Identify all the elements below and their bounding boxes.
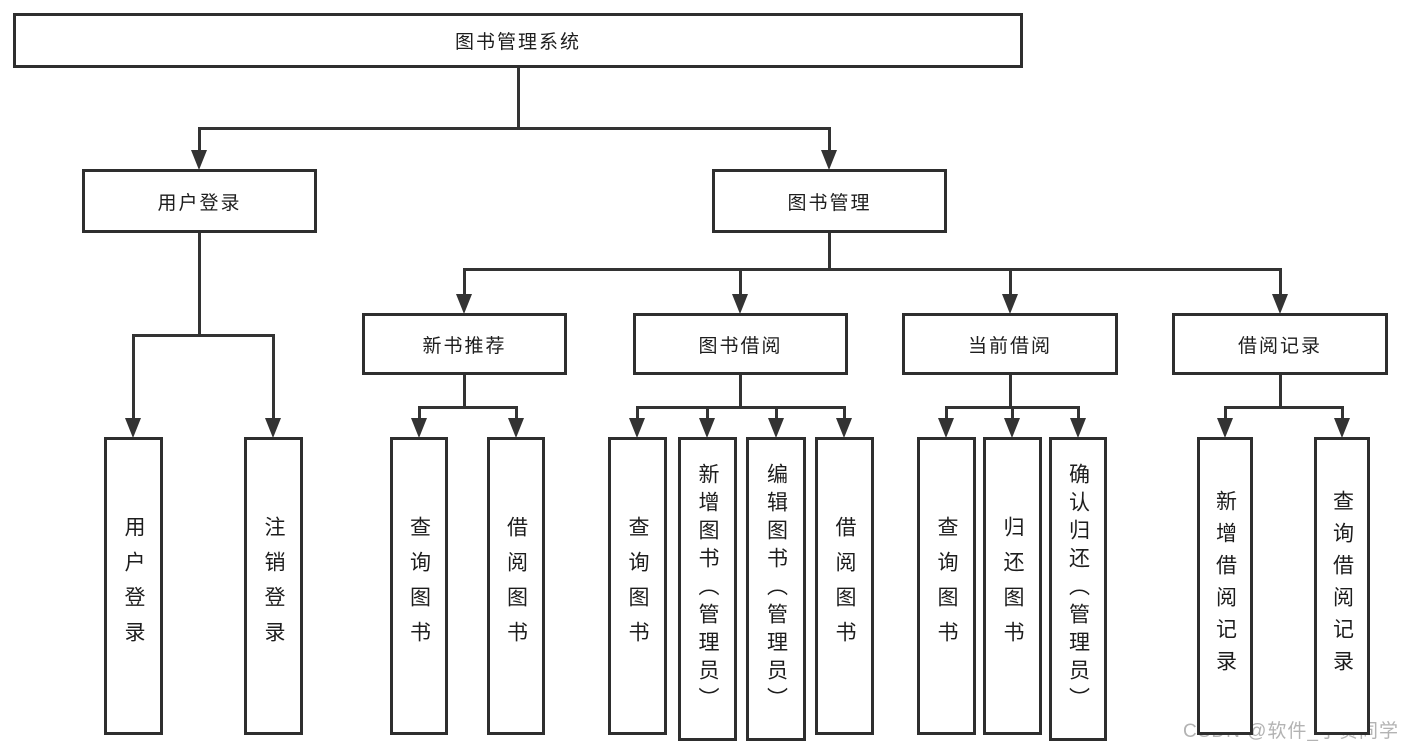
connector-line: [271, 335, 275, 421]
node-rec-borrow: 借阅图书: [487, 437, 545, 735]
node-bb-add: 新增图书（管理员）: [678, 437, 737, 741]
node-cb-return: 归还图书: [983, 437, 1042, 735]
connector-line: [738, 269, 742, 297]
node-label: 注销登录: [262, 516, 285, 656]
connector-line: [1076, 407, 1080, 421]
arrow-down-icon: [699, 418, 715, 438]
node-login: 用户登录: [104, 437, 163, 735]
node-book-borrow: 图书借阅: [633, 313, 848, 375]
node-br-add: 新增借阅记录: [1197, 437, 1253, 735]
arrow-down-icon: [1334, 418, 1350, 438]
node-borrow-record: 借阅记录: [1172, 313, 1388, 375]
node-label: 借阅图书: [504, 516, 528, 656]
arrow-down-icon: [938, 418, 954, 438]
connector-line: [462, 375, 466, 407]
connector-line: [131, 333, 275, 337]
arrow-down-icon: [821, 150, 837, 170]
node-label: 当前借阅: [967, 335, 1052, 357]
connector-line: [462, 267, 1282, 271]
connector-line: [705, 407, 709, 421]
node-label: 借阅记录: [1237, 335, 1322, 357]
node-rec-query: 查询图书: [390, 437, 448, 735]
arrow-down-icon: [732, 294, 748, 314]
node-bb-edit: 编辑图书（管理员）: [746, 437, 806, 741]
node-label: 新增图书（管理员）: [696, 463, 719, 715]
node-label: 图书借阅: [698, 335, 783, 357]
connector-line: [197, 233, 201, 335]
arrow-down-icon: [836, 418, 852, 438]
connector-line: [1008, 269, 1012, 297]
connector-line: [842, 407, 846, 421]
connector-line: [1223, 405, 1344, 409]
connector-line: [635, 407, 639, 421]
node-label: 编辑图书（管理员）: [764, 463, 788, 715]
connector-line: [944, 407, 948, 421]
node-current-borrow: 当前借阅: [902, 313, 1118, 375]
connector-line: [1010, 407, 1014, 421]
node-label: 查询图书: [626, 516, 649, 656]
connector-line: [197, 126, 831, 130]
arrow-down-icon: [265, 418, 281, 438]
arrow-down-icon: [456, 294, 472, 314]
node-root: 图书管理系统: [13, 13, 1023, 68]
node-label: 新书推荐: [422, 335, 507, 357]
arrow-down-icon: [508, 418, 524, 438]
node-label: 归还图书: [1001, 516, 1024, 656]
connector-line: [514, 407, 518, 421]
connector-line: [1223, 407, 1227, 421]
node-label: 图书管理系统: [454, 32, 581, 53]
node-logout: 注销登录: [244, 437, 303, 735]
arrow-down-icon: [629, 418, 645, 438]
node-label: 查询借阅记录: [1330, 490, 1354, 682]
node-br-query: 查询借阅记录: [1314, 437, 1370, 735]
connector-line: [738, 375, 742, 407]
arrow-down-icon: [1070, 418, 1086, 438]
node-label: 借阅图书: [833, 516, 856, 656]
arrow-down-icon: [1272, 294, 1288, 314]
arrow-down-icon: [411, 418, 427, 438]
node-label: 确认归还（管理员）: [1066, 463, 1090, 715]
node-new-book-rec: 新书推荐: [362, 313, 567, 375]
node-label: 查询图书: [407, 516, 431, 656]
arrow-down-icon: [191, 150, 207, 170]
connector-line: [635, 405, 846, 409]
node-label: 新增借阅记录: [1213, 490, 1237, 682]
node-label: 图书管理: [787, 192, 872, 214]
node-cb-query: 查询图书: [917, 437, 976, 735]
connector-line: [1008, 375, 1012, 407]
node-label: 用户登录: [122, 516, 145, 656]
arrow-down-icon: [768, 418, 784, 438]
node-cb-confirm: 确认归还（管理员）: [1049, 437, 1107, 741]
node-bb-borrow: 借阅图书: [815, 437, 874, 735]
connector-line: [1340, 407, 1344, 421]
connector-line: [516, 68, 520, 128]
arrow-down-icon: [1004, 418, 1020, 438]
connector-line: [827, 128, 831, 153]
node-book-mgmt: 图书管理: [712, 169, 947, 233]
connector-line: [1278, 269, 1282, 297]
connector-line: [417, 407, 421, 421]
node-label: 用户登录: [157, 192, 242, 214]
connector-line: [197, 128, 201, 153]
connector-line: [1278, 375, 1282, 407]
connector-line: [131, 335, 135, 421]
connector-line: [774, 407, 778, 421]
arrow-down-icon: [1217, 418, 1233, 438]
arrow-down-icon: [1002, 294, 1018, 314]
node-bb-query: 查询图书: [608, 437, 667, 735]
connector-line: [462, 269, 466, 297]
node-user-login: 用户登录: [82, 169, 317, 233]
node-label: 查询图书: [935, 516, 958, 656]
arrow-down-icon: [125, 418, 141, 438]
connector-line: [417, 405, 518, 409]
connector-line: [827, 233, 831, 269]
